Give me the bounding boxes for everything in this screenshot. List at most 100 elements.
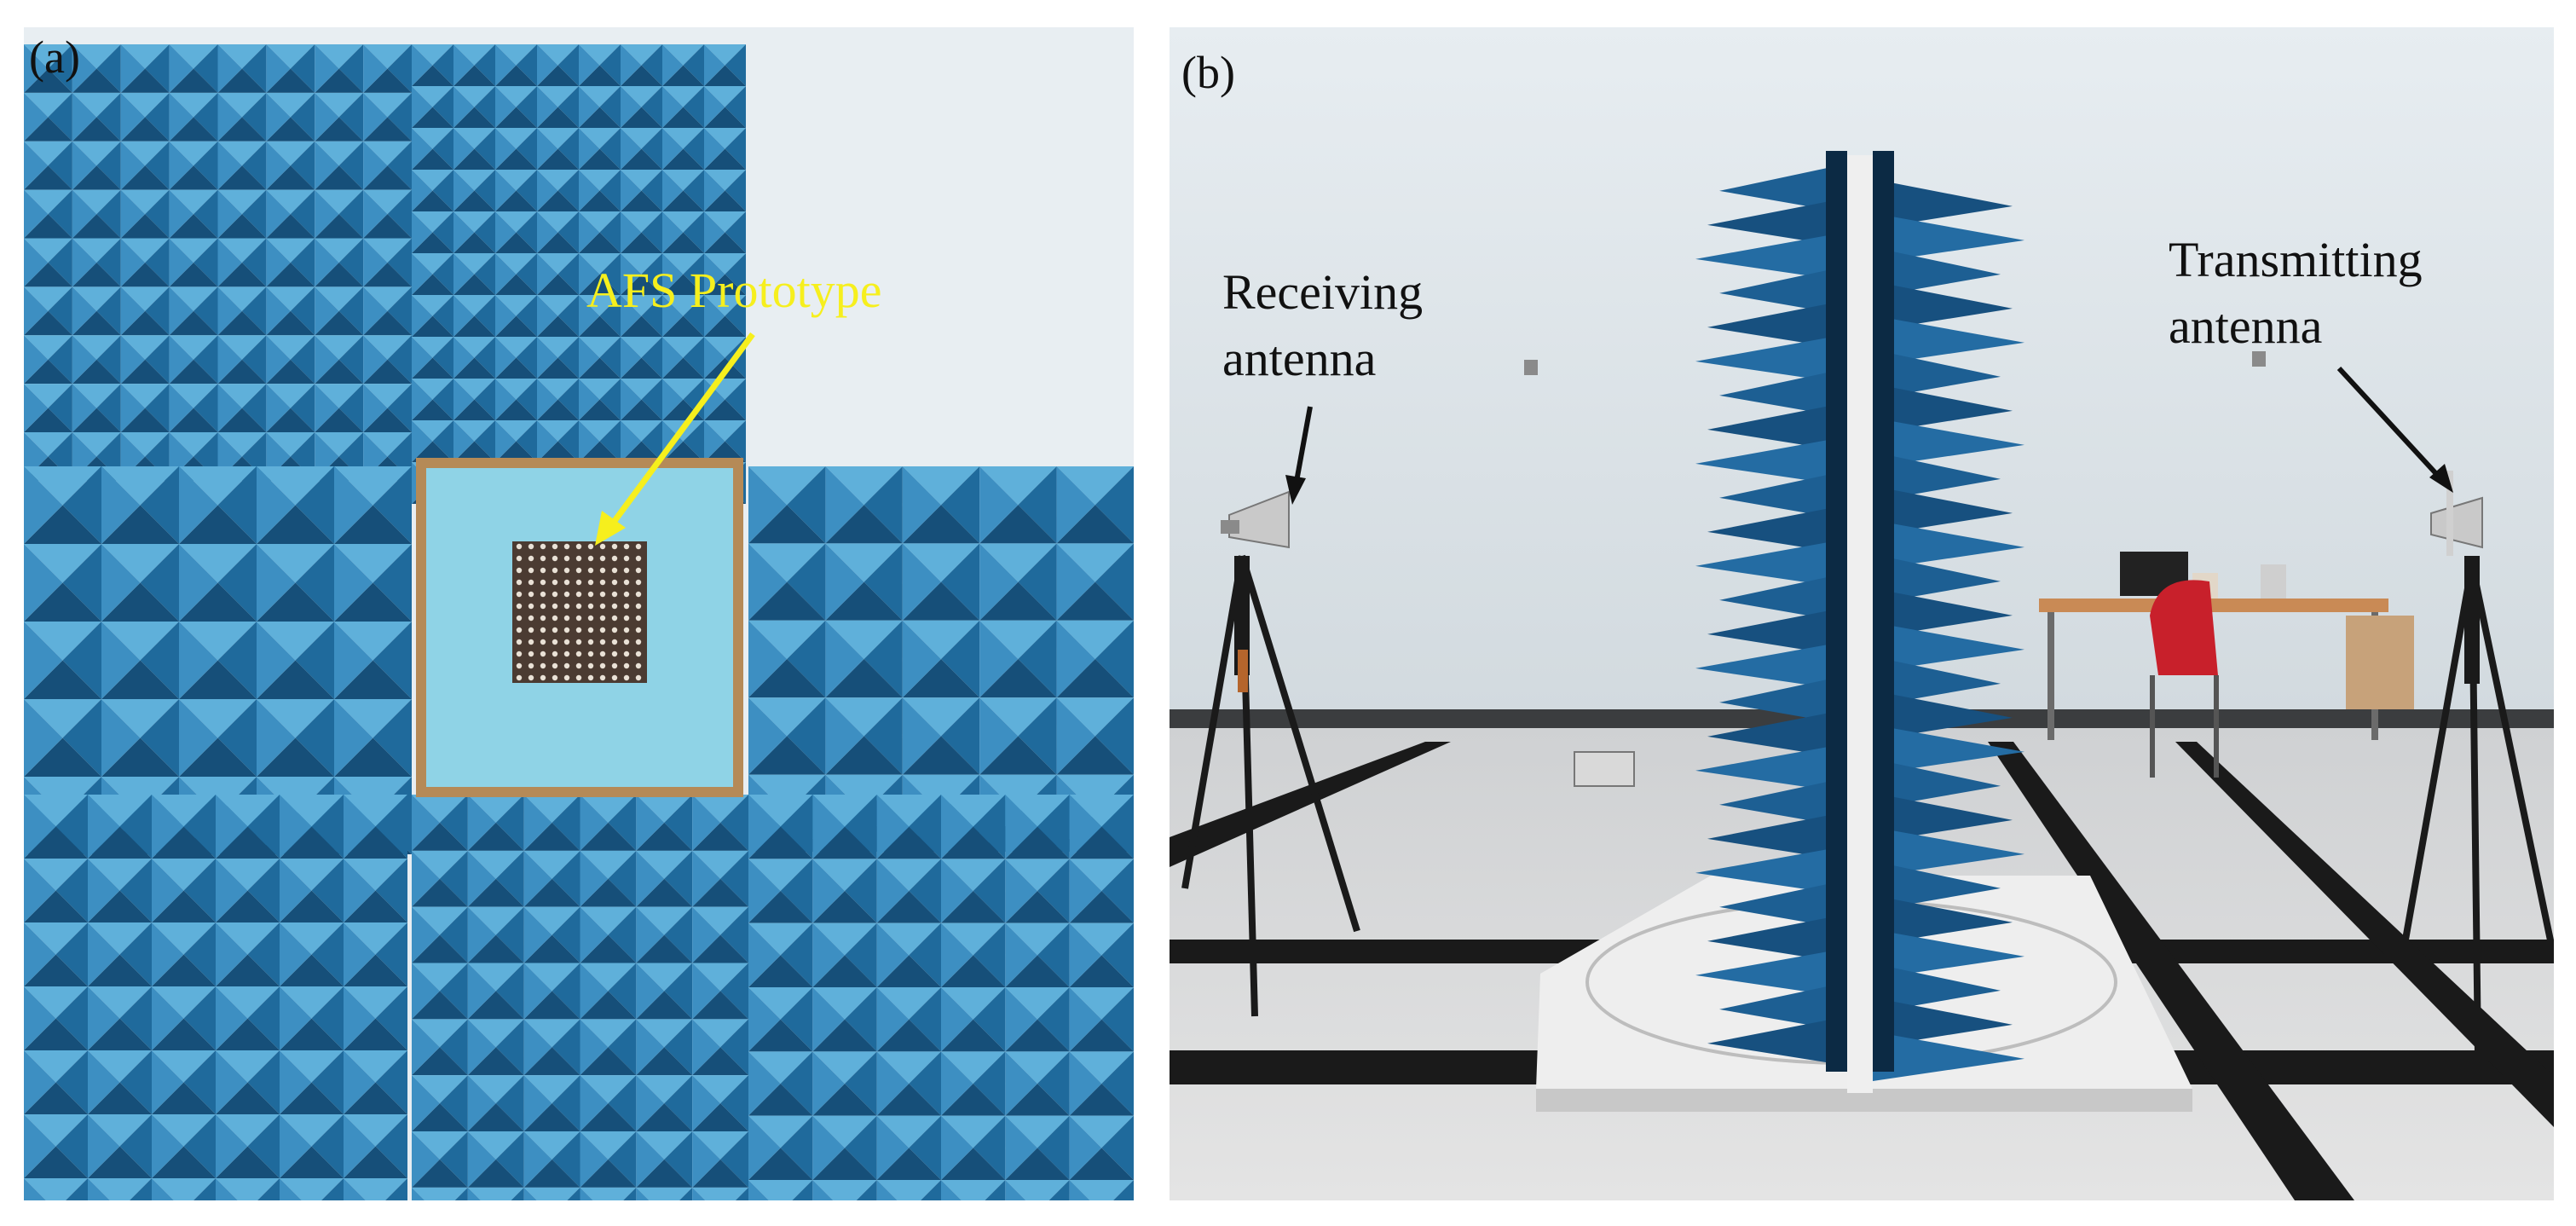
absorber-pyramid-face (24, 622, 63, 699)
absorber-pyramid-face (217, 238, 242, 287)
absorber-tower (1695, 151, 2024, 1093)
absorber-pyramid-face (120, 335, 146, 385)
absorber-pyramid-face (120, 165, 170, 190)
absorber-pyramid-face (120, 432, 170, 457)
absorber-pyramid-face (169, 44, 194, 93)
absorber-pyramid-face (748, 1115, 813, 1148)
absorber-pyramid-face (363, 359, 412, 385)
absorber-pyramid-face (217, 141, 267, 166)
absorber-pyramid-face (24, 622, 101, 661)
absorber-pyramid-face (24, 238, 72, 263)
absorber-pyramid-face (621, 86, 642, 128)
absorber-spike (1873, 486, 2013, 535)
absorber-pyramid-face (579, 211, 600, 253)
absorber-pyramid-face (412, 128, 453, 149)
absorber-pyramid-face (24, 310, 72, 336)
absorber-pyramid-face (876, 795, 910, 859)
absorber-pyramid-face (467, 991, 524, 1020)
absorber-pyramid-face (845, 859, 877, 923)
absorber-pyramid-face (217, 335, 242, 385)
absorber-pyramid-face (257, 466, 334, 506)
absorber-pyramid-face (266, 286, 315, 311)
absorber-pyramid-face (1056, 543, 1095, 621)
absorber-pyramid-face (812, 922, 845, 987)
absorber-pyramid-face (495, 170, 517, 211)
absorber-pyramid-face (412, 963, 440, 1020)
absorber-pyramid-face (257, 466, 296, 544)
absorber-pyramid-face (217, 544, 257, 622)
absorber-pyramid-face (120, 310, 170, 336)
absorber-pyramid-face (1056, 736, 1134, 775)
absorber-pyramid-face (641, 420, 662, 462)
absorber-pyramid-face (344, 1178, 366, 1200)
absorber-pyramid-face (241, 238, 267, 287)
absorber-pyramid-face (579, 128, 600, 170)
absorber-pyramid-face (537, 337, 558, 379)
absorber-pyramid-face (120, 44, 170, 69)
absorber-pyramid-face (24, 544, 63, 622)
absorber-pyramid-face (748, 826, 813, 859)
absorber-pyramid-face (217, 335, 267, 360)
receiving-antenna-label: Receiving antenna (1222, 264, 1424, 386)
absorber-pyramid-face (692, 850, 748, 879)
absorber-pyramid-face (257, 737, 334, 777)
absorber-pyramid-face (412, 65, 453, 86)
absorber-pyramid-face (311, 795, 344, 859)
absorber-pyramid-face (979, 620, 1057, 659)
absorber-pyramid-face (876, 795, 941, 827)
absorber-pyramid-face (179, 544, 218, 622)
absorber-pyramid-face (537, 357, 579, 379)
absorber-pyramid-face (280, 1050, 344, 1083)
absorber-pyramid-face (280, 922, 312, 986)
absorber-pyramid-face (338, 44, 364, 93)
absorber-pyramid-face (825, 543, 864, 621)
absorber-pyramid-face (636, 1187, 650, 1200)
absorber-pyramid-face (662, 253, 684, 295)
absorber-pyramid-face (266, 117, 315, 142)
absorber-pyramid-face (845, 922, 877, 987)
transmitting-arrow (2336, 366, 2442, 480)
absorber-pyramid-face (24, 1146, 88, 1178)
absorber-pyramid-face (812, 1019, 877, 1052)
absorber-pyramid-face (453, 190, 495, 211)
absorber-pyramid-face (315, 117, 364, 142)
absorber-pyramid-face (453, 295, 495, 316)
absorber-pyramid-face (863, 620, 903, 698)
absorber-pyramid-face (1101, 795, 1134, 859)
absorber-pyramid-face (412, 1019, 468, 1048)
panel-a-photo: (a) AFS Prototype (24, 27, 1134, 1200)
absorber-pyramid-face (120, 238, 170, 263)
absorber-pyramid-face (748, 1051, 813, 1084)
absorber-pyramid-face (580, 963, 637, 992)
absorber-pyramid-face (120, 214, 170, 239)
absorber-pyramid-face (120, 189, 146, 239)
absorber-pyramid-face (24, 1114, 88, 1147)
absorber-pyramid-face (453, 65, 495, 86)
absorber-pyramid-face (217, 92, 242, 142)
absorber-pyramid-face (467, 850, 524, 879)
absorber-pyramid-face (1056, 543, 1134, 582)
absorber-pyramid-face (24, 44, 49, 93)
absorber-spike (1707, 198, 1847, 247)
absorber-pyramid-face (55, 1050, 88, 1114)
absorber-pyramid-face (599, 337, 621, 379)
absorber-pyramid-face (344, 826, 407, 859)
absorber-pyramid-face (579, 86, 600, 128)
absorber-pyramid-face (495, 44, 537, 66)
absorber-pyramid-face (290, 92, 315, 142)
absorber-pyramid-face (985, 1180, 1006, 1200)
absorber-pyramid-face (748, 620, 788, 698)
absorber-pyramid-face (412, 878, 468, 907)
absorber-pyramid-face (467, 1075, 524, 1104)
absorber-pyramid-face (692, 795, 748, 823)
absorber-pyramid-face (145, 44, 170, 93)
absorber-pyramid-face (24, 68, 72, 93)
absorber-pyramid-face (787, 697, 826, 775)
absorber-pyramid-face (474, 128, 495, 170)
absorber-pyramid-face (662, 148, 704, 170)
absorber-pyramid-face (579, 128, 621, 149)
absorber-pyramid-face (495, 148, 537, 170)
absorber-pyramid-face (683, 295, 704, 337)
absorber-pyramid-face (909, 922, 941, 987)
absorber-pyramid-face (363, 238, 412, 263)
